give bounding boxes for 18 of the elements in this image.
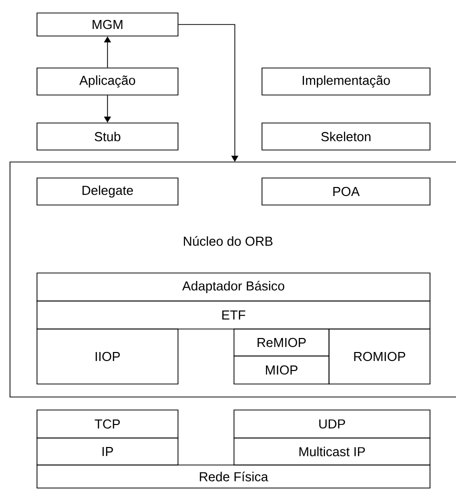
- component-box: IIOP: [36, 328, 178, 384]
- component-box: Skeleton: [262, 122, 430, 150]
- component-box: Delegate: [36, 178, 178, 206]
- component-box: TCP: [36, 410, 178, 438]
- component-box: MIOP: [234, 356, 330, 384]
- component-box: Stub: [36, 122, 178, 150]
- component-box: UDP: [234, 410, 430, 438]
- component-box: Multicast IP: [234, 438, 430, 466]
- layer-bar: Adaptador Básico: [36, 272, 430, 302]
- layer-bar: ETF: [36, 300, 430, 330]
- layer-bar: Rede Física: [36, 464, 430, 488]
- component-box: IP: [36, 438, 178, 466]
- component-box: POA: [262, 178, 430, 206]
- component-box: ROMIOP: [328, 328, 430, 384]
- component-box: ReMIOP: [234, 328, 330, 356]
- component-box: Aplicação: [36, 68, 178, 96]
- component-box: MGM: [36, 12, 178, 36]
- component-box: Implementação: [262, 68, 430, 96]
